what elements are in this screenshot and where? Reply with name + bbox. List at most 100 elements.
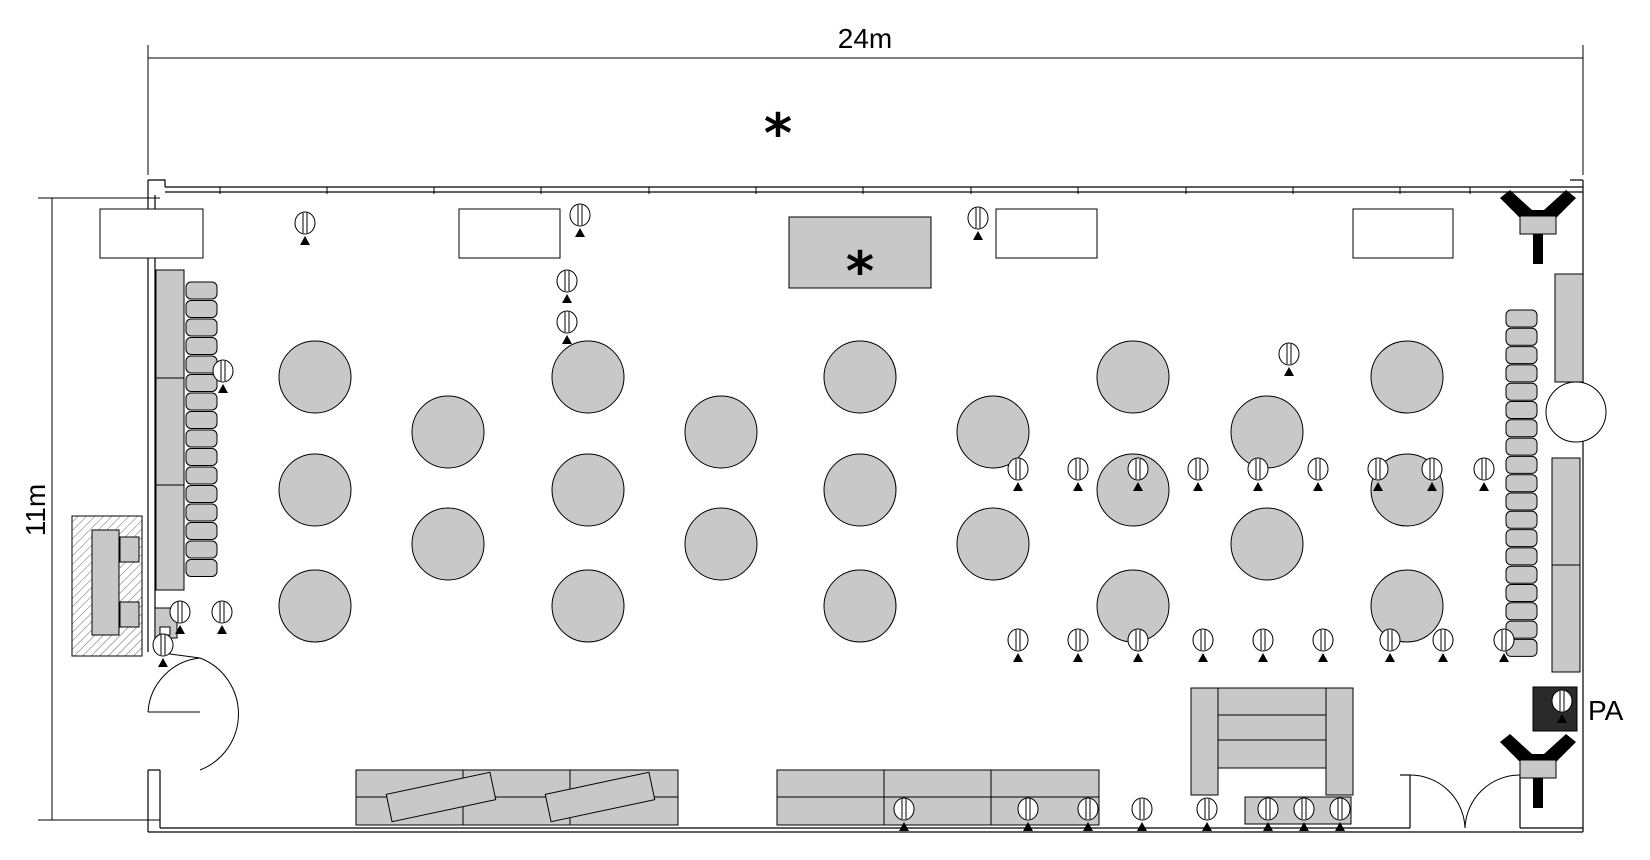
- left-chair-row: [185, 281, 218, 577]
- chair-icon: [1505, 565, 1538, 584]
- round-table-icon: [1230, 507, 1304, 581]
- pa-label: PA: [1588, 695, 1624, 726]
- spotlight-icon: [1007, 628, 1029, 662]
- spotlight-icon: [1127, 628, 1149, 662]
- round-tables: [278, 340, 1444, 643]
- spotlight-icon: [1127, 457, 1149, 491]
- chair-icon: [185, 300, 218, 318]
- spotlight-icon: [893, 797, 915, 831]
- round-table-icon: [823, 340, 897, 414]
- chair-icon: [185, 392, 218, 411]
- height-dimension: 11m: [20, 197, 160, 821]
- spotlight-icon: [1252, 628, 1274, 662]
- column-icon: [1545, 381, 1607, 443]
- room-walls: [147, 179, 1584, 833]
- chair-icon: [185, 503, 218, 522]
- chair-icon: [185, 540, 218, 559]
- spotlight-icon: [1067, 628, 1089, 662]
- stage: *: [788, 216, 932, 303]
- round-table-icon: [684, 507, 758, 581]
- chair-icon: [185, 429, 218, 448]
- spotlight-icon: [1247, 457, 1269, 491]
- bottom-sofa-left: [355, 769, 679, 826]
- spotlight-icon: [1017, 797, 1039, 831]
- speaker-icon-bottom: [1500, 734, 1576, 808]
- chair-icon: [1505, 492, 1538, 511]
- spotlight-icon: [967, 206, 989, 240]
- spotlight-icon: [1278, 342, 1300, 376]
- reception-desk: [71, 515, 143, 657]
- chair-icon: [185, 485, 218, 503]
- spotlight-icon: [556, 310, 578, 344]
- right-chair-row: [1505, 309, 1538, 657]
- chair-icon: [185, 522, 218, 540]
- spotlight-icon: [1432, 628, 1454, 662]
- round-table-icon: [1370, 569, 1444, 643]
- chair-icon: [1505, 510, 1538, 529]
- chair-icon: [1505, 584, 1538, 602]
- speaker-icon-top: [1500, 190, 1576, 264]
- spotlight-icon: [1077, 797, 1099, 831]
- round-table-icon: [551, 569, 625, 643]
- round-table-icon: [278, 340, 352, 414]
- width-label: 24m: [838, 23, 892, 54]
- round-table-icon: [278, 453, 352, 527]
- chair-icon: [1505, 309, 1538, 328]
- spotlight-icon: [1551, 689, 1573, 723]
- chair-icon: [1505, 602, 1538, 621]
- round-table-icon: [411, 507, 485, 581]
- chair-icon: [1505, 382, 1538, 401]
- spotlight-icon: [1187, 457, 1209, 491]
- round-table-icon: [956, 395, 1030, 469]
- chair-icon: [185, 355, 218, 374]
- chair-icon: [185, 374, 218, 392]
- width-dimension: 24m: [147, 23, 1584, 175]
- chair-icon: [185, 337, 218, 355]
- round-table-icon: [411, 395, 485, 469]
- spotlight-icon: [569, 203, 591, 237]
- cabinet-2: [458, 208, 561, 259]
- bottom-sofa-right: [776, 769, 1100, 826]
- height-label: 11m: [20, 484, 51, 536]
- round-table-icon: [551, 453, 625, 527]
- spotlight-icon: [1312, 628, 1334, 662]
- spotlight-icon: [1493, 628, 1515, 662]
- chair-icon: [185, 281, 218, 300]
- right-door-icon: [1409, 774, 1521, 829]
- spotlight-icon: [1379, 628, 1401, 662]
- spotlight-icon: [1367, 457, 1389, 491]
- chair-icon: [185, 448, 218, 466]
- round-table-icon: [1370, 340, 1444, 414]
- chair-icon: [185, 411, 218, 429]
- chair-icon: [185, 318, 218, 337]
- spotlight-icon: [1473, 457, 1495, 491]
- spotlight-icon: [1192, 628, 1214, 662]
- marker-top: *: [764, 102, 792, 165]
- spotlight-icon: [1196, 797, 1218, 831]
- chair-icon: [1505, 474, 1538, 493]
- spotlight-icon: [1007, 457, 1029, 491]
- spotlight-icon: [1421, 457, 1443, 491]
- spotlight-icon: [1329, 797, 1351, 831]
- spotlight-icon: [1293, 797, 1315, 831]
- window-ticks: [219, 187, 1471, 194]
- round-table-icon: [823, 569, 897, 643]
- spotlight-icon: [294, 211, 316, 245]
- spotlight-icon: [1257, 797, 1279, 831]
- chair-icon: [1505, 529, 1538, 548]
- spotlight-icon: [211, 600, 233, 634]
- pa-box: PA: [1532, 686, 1624, 732]
- spotlight-icon: [556, 269, 578, 303]
- left-bench: [155, 269, 185, 591]
- round-table-icon: [684, 395, 758, 469]
- spotlight-icon: [1307, 457, 1329, 491]
- round-table-icon: [823, 453, 897, 527]
- wall-cabinets: [99, 208, 1454, 259]
- spotlight-icon: [212, 359, 234, 393]
- round-table-icon: [551, 340, 625, 414]
- round-table-icon: [956, 507, 1030, 581]
- buffet-counter: [1190, 687, 1354, 825]
- chair-icon: [1505, 419, 1538, 438]
- round-table-icon: [1230, 395, 1304, 469]
